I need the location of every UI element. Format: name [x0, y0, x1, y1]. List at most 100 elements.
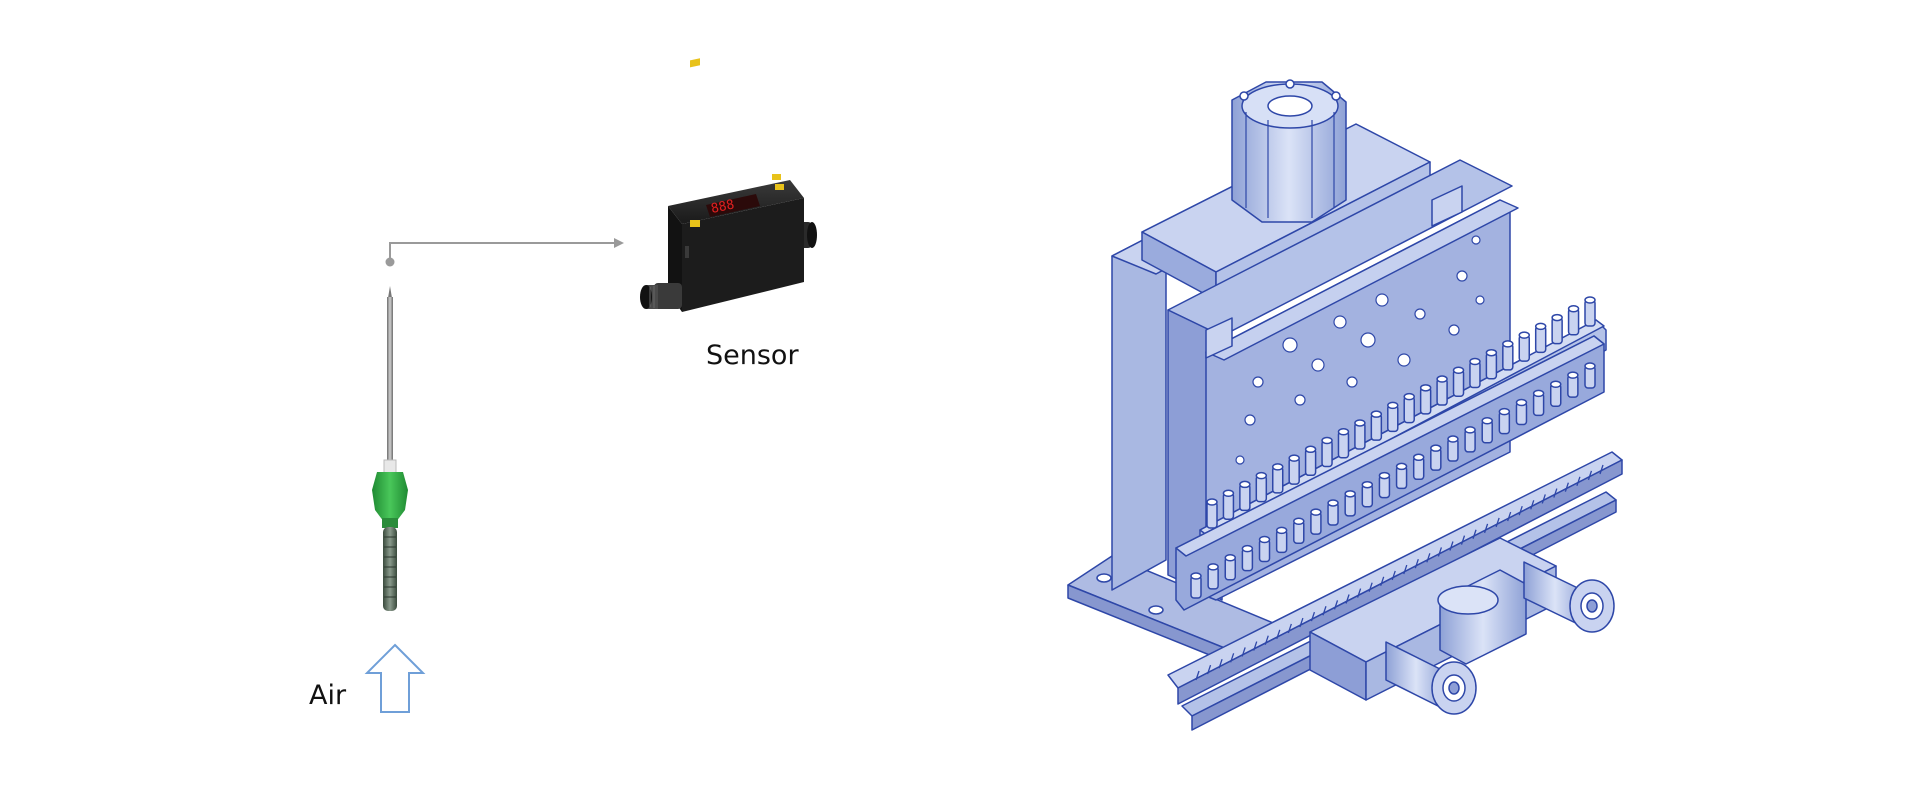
conveyor-pin: [1483, 523, 1489, 534]
nozzle: [1288, 457, 1300, 485]
nozzle-cap: [1288, 454, 1300, 462]
conveyor-pin: [1299, 617, 1304, 628]
up-arrow-outline-icon: [364, 643, 426, 713]
nozzle: [1271, 466, 1284, 494]
nozzle: [1321, 439, 1333, 468]
conveyor-pin: [1460, 535, 1466, 545]
nozzle-cap: [1567, 305, 1580, 313]
nozzle-cap: [1584, 362, 1596, 370]
nozzle-cap: [1337, 427, 1350, 436]
conveyor-pin: [1310, 611, 1316, 622]
nozzle-cap: [1498, 407, 1511, 416]
nozzle-cap: [1532, 389, 1545, 398]
nozzle-cap: [1206, 498, 1218, 506]
nozzle: [1469, 360, 1481, 389]
connector-line: [385, 238, 624, 267]
conveyor-pin: [1403, 564, 1408, 575]
sensor-display-readout: 888: [710, 197, 736, 217]
nozzle: [1354, 422, 1366, 450]
nozzle-cap: [1361, 480, 1374, 489]
conveyor-pin-row: [1195, 464, 1604, 681]
conveyor-pin: [1530, 500, 1535, 510]
nozzle-cap: [1412, 453, 1425, 462]
conveyor-pin: [1587, 470, 1593, 481]
conveyor-pin: [1345, 594, 1350, 604]
nozzle-cap: [1207, 563, 1219, 571]
nozzle-cap: [1370, 410, 1383, 418]
conveyor-pin: [1495, 517, 1500, 528]
conveyor-pin: [1472, 529, 1477, 539]
conveyor-pin: [1356, 588, 1362, 598]
nozzle-cap: [1241, 544, 1254, 553]
nozzle: [1370, 413, 1383, 441]
conveyor-pin: [1553, 488, 1558, 498]
nozzle-cap: [1344, 490, 1356, 498]
conveyor-pin: [1576, 476, 1581, 486]
conveyor-pin: [1264, 635, 1269, 645]
conveyor-pin: [1541, 494, 1546, 504]
conveyor-pin: [1241, 647, 1246, 657]
nozzle-cap: [1321, 436, 1333, 445]
conveyor-pin: [1426, 553, 1431, 563]
nozzle-cap: [1419, 384, 1432, 392]
nozzle-cap: [1436, 375, 1448, 383]
nozzle-cap: [1224, 553, 1237, 562]
conveyor-pin: [1518, 505, 1523, 516]
nozzle: [1551, 316, 1563, 345]
nozzle-cap: [1387, 401, 1399, 410]
sensor-label: Sensor: [706, 340, 799, 371]
upper-nozzle-row: [1206, 296, 1596, 529]
nozzle: [1387, 404, 1399, 433]
conveyor-pin: [1195, 670, 1200, 681]
conveyor-pin: [1276, 629, 1281, 640]
nozzle-cap: [1190, 572, 1202, 580]
nozzle: [1452, 369, 1465, 398]
conveyor-pin: [1380, 576, 1385, 587]
machine-assembly-drawing: [1067, 79, 1623, 731]
nozzle-cap: [1502, 340, 1514, 348]
nozzle-cap: [1430, 444, 1442, 452]
conveyor-pin: [1507, 511, 1512, 522]
conveyor-pin: [1437, 547, 1443, 557]
nozzle-cap: [1258, 535, 1271, 544]
conveyor-pin: [1414, 558, 1419, 569]
nozzle-cap: [1518, 331, 1531, 339]
nozzle-cap: [1403, 392, 1415, 401]
nozzle: [1239, 483, 1251, 512]
nozzle-cap: [1310, 508, 1322, 516]
nozzle-cap: [1549, 380, 1562, 389]
nozzle: [1485, 351, 1498, 380]
nozzle: [1502, 343, 1514, 371]
nozzle: [1304, 448, 1317, 477]
nozzle: [1534, 325, 1547, 354]
nozzle-cap: [1378, 471, 1391, 480]
nozzle-cap: [1222, 489, 1235, 497]
nozzle: [1419, 387, 1432, 415]
nozzle-cap: [1481, 417, 1493, 425]
nozzle-cap: [1464, 426, 1476, 434]
conveyor-pin: [1391, 570, 1396, 581]
nozzle-cap: [1293, 517, 1305, 525]
conveyor-pin: [1564, 482, 1569, 492]
nozzle: [1567, 308, 1580, 336]
nozzle: [1584, 299, 1596, 327]
conveyor-pin: [1322, 606, 1327, 616]
nozzle-cap: [1469, 357, 1481, 366]
conveyor-pin: [1218, 659, 1223, 669]
nozzle-cap: [1515, 398, 1528, 407]
nozzle: [1222, 492, 1235, 520]
nozzle: [1403, 395, 1415, 424]
nozzle: [1255, 474, 1268, 503]
conveyor-pin: [1287, 623, 1292, 634]
nozzle-cap: [1452, 366, 1465, 375]
conveyor-pin: [1368, 582, 1373, 592]
conveyor-pin: [1599, 464, 1604, 475]
conveyor-pin: [1230, 653, 1235, 663]
conveyor-pin: [1206, 664, 1212, 675]
nozzle-cap: [1275, 526, 1288, 535]
nozzle-cap: [1327, 499, 1339, 507]
nozzle-cap: [1551, 313, 1563, 322]
nozzle-cap: [1534, 322, 1547, 331]
conveyor-pin: [1449, 541, 1454, 551]
